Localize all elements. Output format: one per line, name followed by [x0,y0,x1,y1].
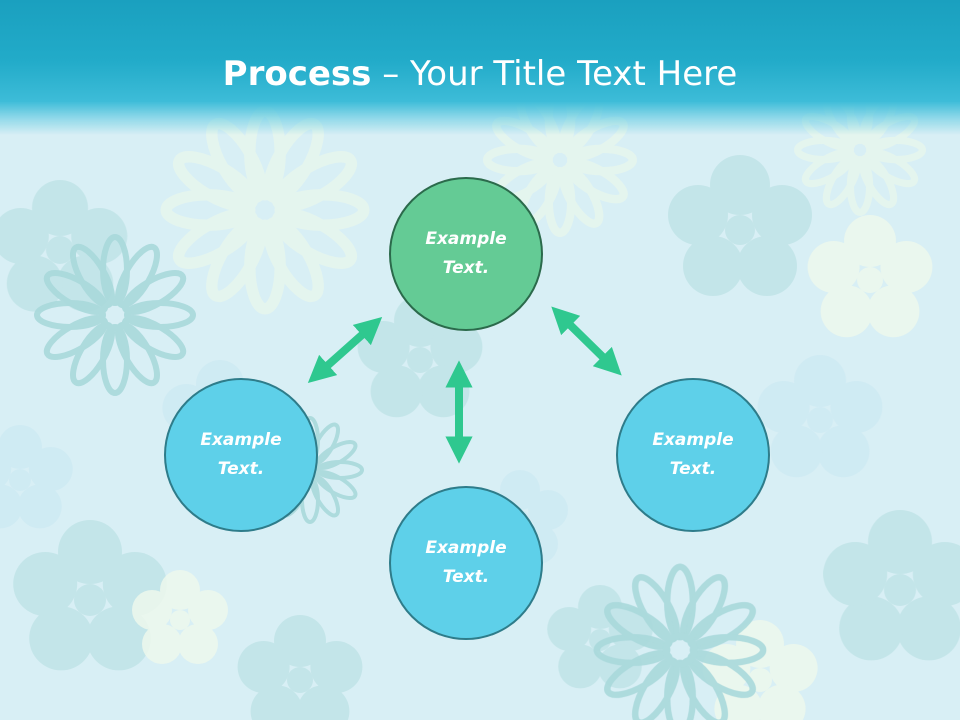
title-bold: Process [222,54,372,94]
node-top: Example Text. [389,177,543,331]
arrow-top-left [307,316,383,384]
node-left: Example Text. [164,378,318,532]
page-title: Process – Your Title Text Here [0,50,960,98]
title-rest: Your Title Text Here [410,54,738,94]
node-right: Example Text. [616,378,770,532]
arrow-top-right [551,306,622,376]
header-band [0,0,960,135]
node-bottom: Example Text. [389,486,543,640]
title-separator: – [371,54,411,94]
